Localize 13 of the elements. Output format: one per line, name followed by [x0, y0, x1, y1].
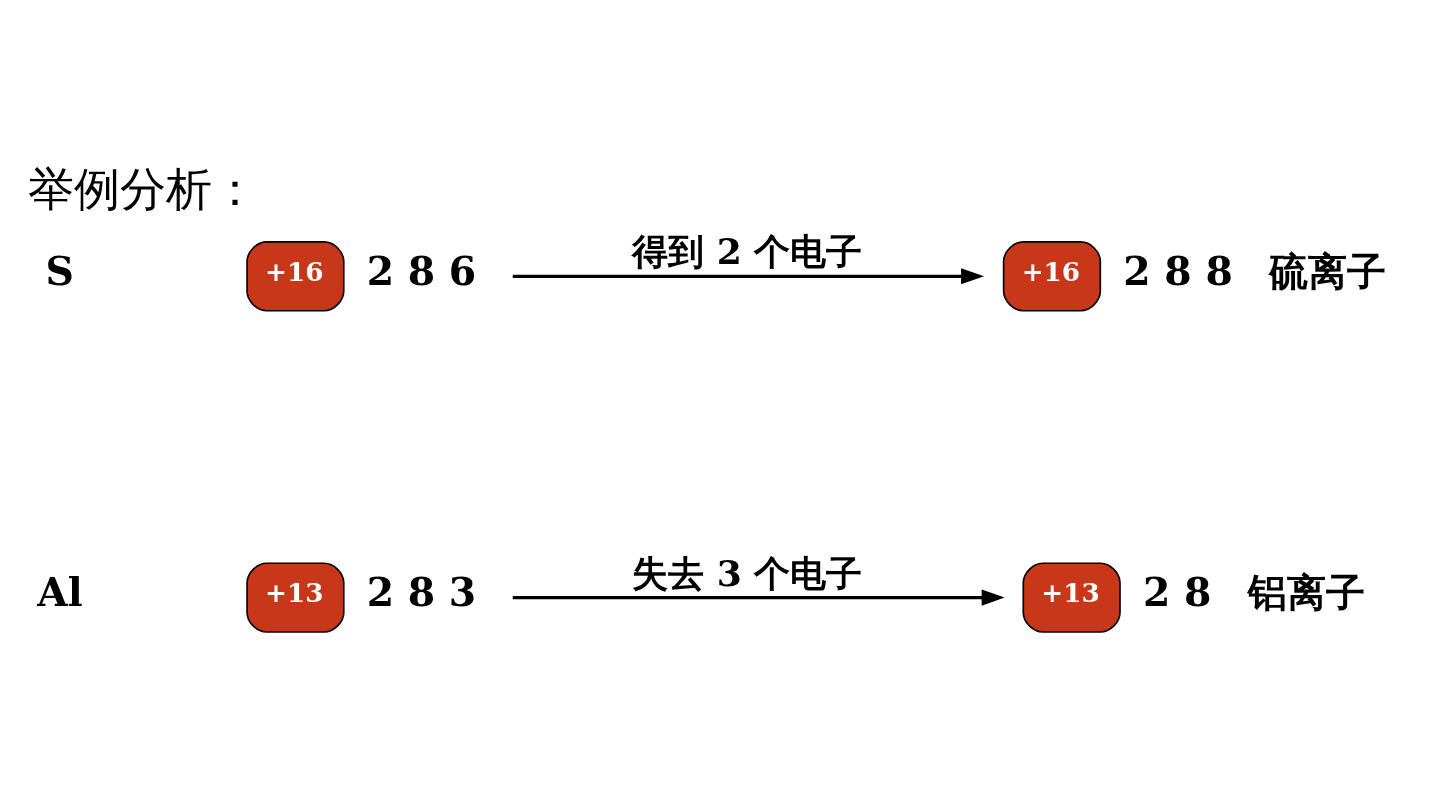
node-label: 2 8 6 [366, 247, 477, 294]
node-label: 硫离子 [1269, 247, 1387, 294]
node-label: 2 8 8 [1123, 247, 1233, 294]
arrow [512, 589, 1005, 606]
diagram-title: 举例分析： [27, 161, 258, 216]
arrow [512, 268, 985, 285]
node-label: 2 8 3 [366, 569, 477, 616]
node-label: 2 8 [1142, 569, 1212, 616]
label: Al [37, 569, 83, 616]
node-label: 铝离子 [1247, 569, 1365, 616]
edge-label: 失去 3 个电子 [632, 551, 863, 595]
edge-label: 得到 2 个电子 [632, 230, 863, 274]
label: S [45, 247, 74, 294]
